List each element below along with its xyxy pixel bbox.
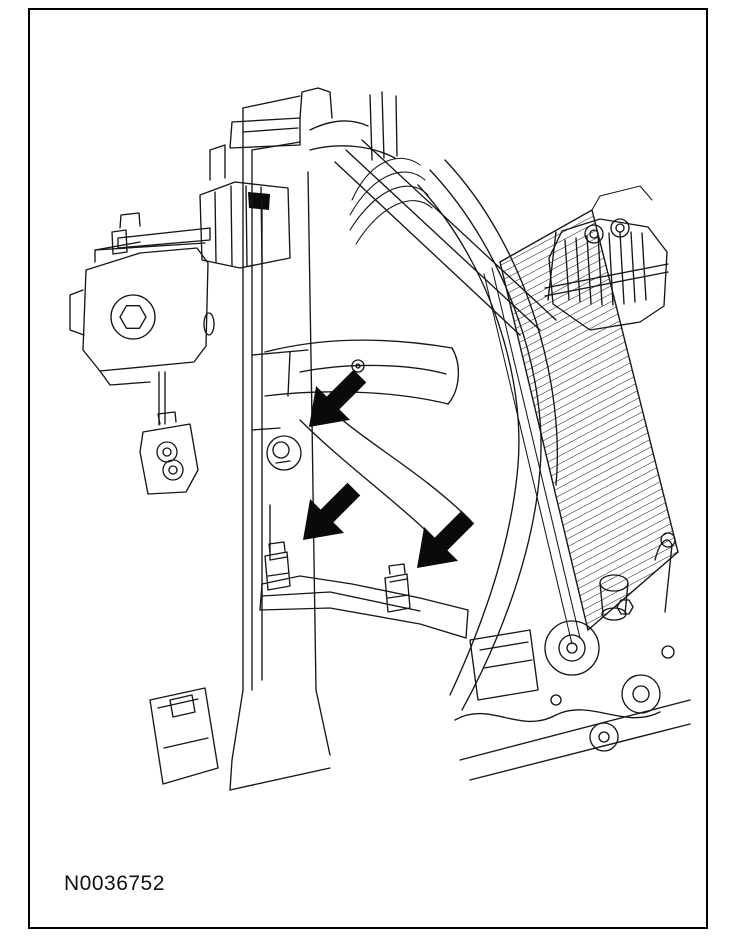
harness-curves	[349, 157, 433, 245]
callout-arrow-2	[303, 482, 361, 540]
cap-icon	[610, 218, 630, 238]
grommet-fastener	[266, 435, 302, 471]
radiator-support-pillar	[229, 95, 331, 791]
clip-fastener-left	[264, 541, 291, 591]
clip-fastener-right	[384, 563, 411, 613]
engine-detail	[454, 532, 691, 781]
bottom-left-bracket	[149, 687, 219, 785]
callout-arrow-3	[417, 510, 475, 568]
figure-reference-label: N0036752	[64, 872, 165, 895]
two-hole-bracket	[139, 411, 199, 495]
callout-arrow-1	[309, 369, 367, 427]
bolt-head-icon	[110, 294, 156, 340]
top-bracket-structure	[111, 87, 398, 269]
radiator-core	[483, 185, 679, 645]
headlamp-bracket-assembly	[69, 241, 215, 426]
cap-icon	[584, 224, 604, 244]
radiator-fin-hatching	[499, 208, 679, 632]
lower-support-bar	[259, 575, 469, 639]
upper-tray-shape	[264, 339, 459, 405]
reservoir-assembly	[544, 218, 669, 331]
